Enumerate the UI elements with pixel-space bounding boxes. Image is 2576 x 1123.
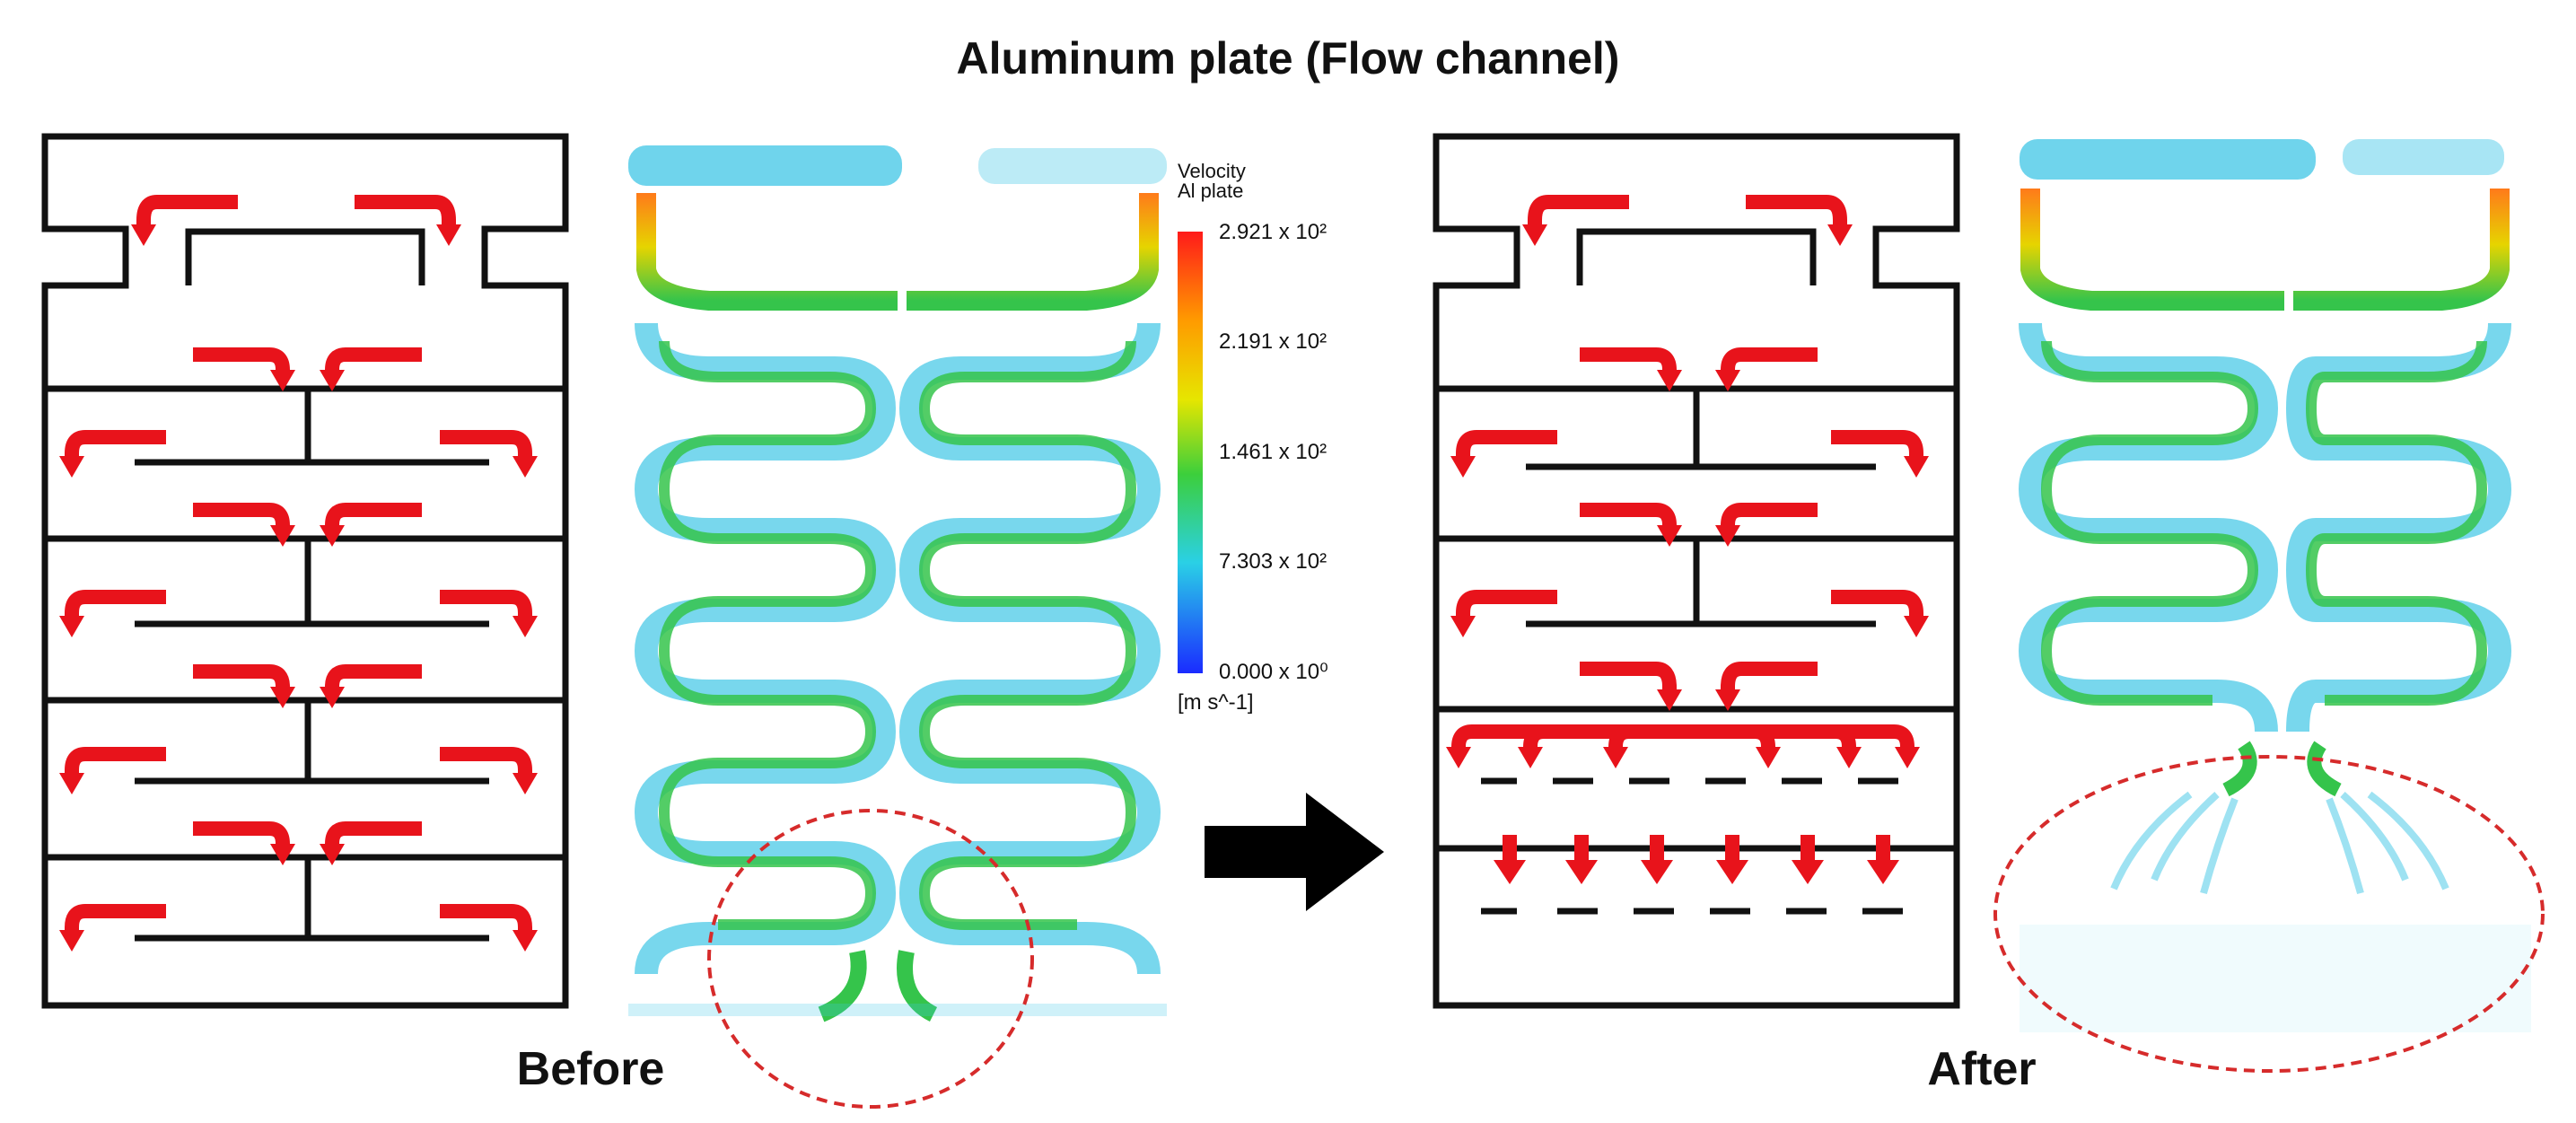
before-flow-arrows [65, 195, 532, 936]
velocity-legend: Velocity Al plate 2.921 x 10² 2.191 x 10… [1178, 160, 1328, 715]
arrow-icon [1451, 724, 1894, 752]
before-cfd-velocity-field [628, 145, 1167, 1022]
arrow-icon [65, 747, 166, 779]
after-cfd-velocity-field [2018, 139, 2531, 1032]
before-schematic [41, 133, 569, 1009]
arrow-icon [193, 821, 290, 848]
after-highlight-circle [1993, 755, 2545, 1073]
before-outer-wall [41, 133, 569, 1009]
figure-title: Aluminum plate (Flow channel) [957, 33, 1620, 83]
arrow-icon [1721, 503, 1818, 530]
arrow-icon [325, 821, 422, 848]
after-down-arrows [1494, 835, 1899, 884]
after-inner-box [1576, 228, 1817, 285]
arrow-icon [440, 904, 532, 936]
arrow-icon [1528, 195, 1629, 229]
arrow-icon [193, 347, 290, 375]
arrow-icon [325, 347, 422, 375]
arrow-icon [136, 195, 238, 229]
before-highlight-circle [707, 809, 1034, 1109]
arrow-icon [65, 430, 166, 462]
arrow-icon [440, 747, 532, 779]
arrow-icon [440, 430, 532, 462]
arrow-icon [1456, 590, 1557, 622]
before-inner-box [185, 228, 425, 285]
arrow-icon [1456, 430, 1557, 462]
after-outer-wall [1433, 133, 1960, 1009]
legend-tick-max: 2.921 x 10² [1219, 220, 1327, 244]
legend-colorbar [1178, 232, 1203, 673]
arrow-icon [1831, 430, 1923, 462]
arrow-icon [355, 195, 456, 229]
arrow-icon [1831, 590, 1923, 622]
arrow-icon [325, 503, 422, 530]
arrow-icon [193, 503, 290, 530]
legend-tick-min: 0.000 x 10⁰ [1219, 660, 1328, 684]
after-schematic [1433, 133, 1960, 1009]
after-arrow-heads [1446, 224, 1929, 768]
legend-unit: [m s^-1] [1178, 690, 1254, 715]
before-arrow-heads [59, 224, 538, 952]
after-dashes [1481, 777, 1903, 915]
legend-tick-3: 1.461 x 10² [1219, 440, 1327, 464]
legend-tick-2: 2.191 x 10² [1219, 329, 1327, 354]
right-arrow-icon [1205, 793, 1384, 911]
arrow-icon [1721, 662, 1818, 696]
after-label: After [1927, 1043, 2036, 1095]
arrow-icon [1721, 347, 1818, 375]
arrow-icon [1746, 195, 1847, 229]
arrow-icon [65, 904, 166, 936]
arrow-icon [440, 590, 532, 622]
before-label: Before [517, 1043, 665, 1095]
legend-title-line2: Al plate [1178, 180, 1243, 202]
after-flow-arrows [1451, 195, 1923, 752]
arrow-icon [193, 664, 290, 691]
arrow-icon [1580, 662, 1677, 696]
arrow-icon [65, 590, 166, 622]
legend-tick-4: 7.303 x 10² [1219, 549, 1327, 574]
arrow-icon [1580, 503, 1677, 530]
arrow-icon [325, 664, 422, 691]
arrow-icon [1580, 347, 1677, 375]
legend-title-line1: Velocity [1178, 160, 1246, 182]
